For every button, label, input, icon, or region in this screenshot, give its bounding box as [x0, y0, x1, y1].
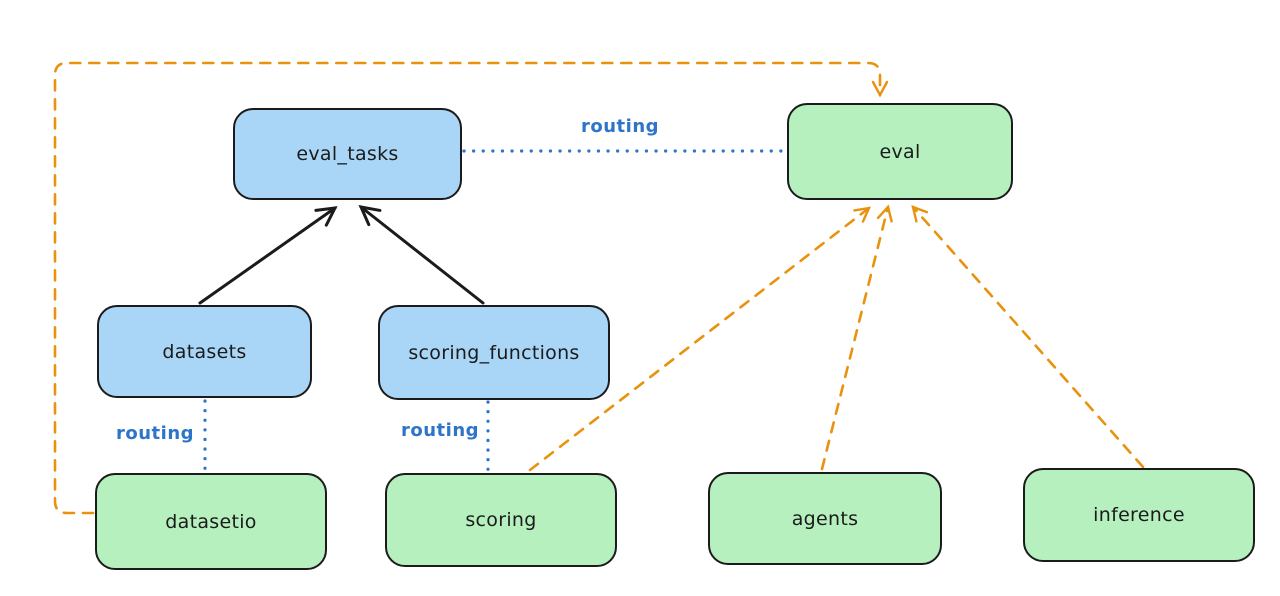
edge-agents-to-eval — [820, 204, 893, 471]
node-datasets: datasets — [97, 305, 312, 398]
edge-scoring_functions-to-eval_tasks — [358, 205, 485, 305]
node-agents: agents — [708, 472, 942, 565]
node-eval_tasks-label: eval_tasks — [296, 143, 399, 165]
edge-label-routing-datasets-datasetio: routing — [115, 423, 195, 444]
edge-label-routing-scoring_functions-scoring: routing — [400, 420, 480, 441]
edge-inference-to-eval — [911, 205, 1145, 469]
node-inference: inference — [1023, 468, 1255, 562]
node-inference-label: inference — [1093, 504, 1185, 526]
node-scoring: scoring — [385, 473, 617, 567]
node-datasetio-label: datasetio — [165, 510, 257, 533]
edge-datasets-to-eval_tasks — [198, 206, 338, 305]
node-eval_tasks: eval_tasks — [233, 108, 462, 200]
node-scoring_functions: scoring_functions — [378, 305, 610, 400]
node-scoring_functions-label: scoring_functions — [408, 341, 580, 364]
node-eval: eval — [787, 103, 1013, 200]
edge-label-routing-eval_tasks-eval: routing — [580, 116, 660, 137]
node-eval-label: eval — [879, 140, 921, 163]
node-agents-label: agents — [791, 507, 859, 530]
node-scoring-label: scoring — [465, 509, 537, 531]
node-datasets-label: datasets — [162, 340, 247, 363]
edge-datasetio-to-eval — [53, 61, 889, 515]
node-datasetio: datasetio — [95, 473, 327, 570]
